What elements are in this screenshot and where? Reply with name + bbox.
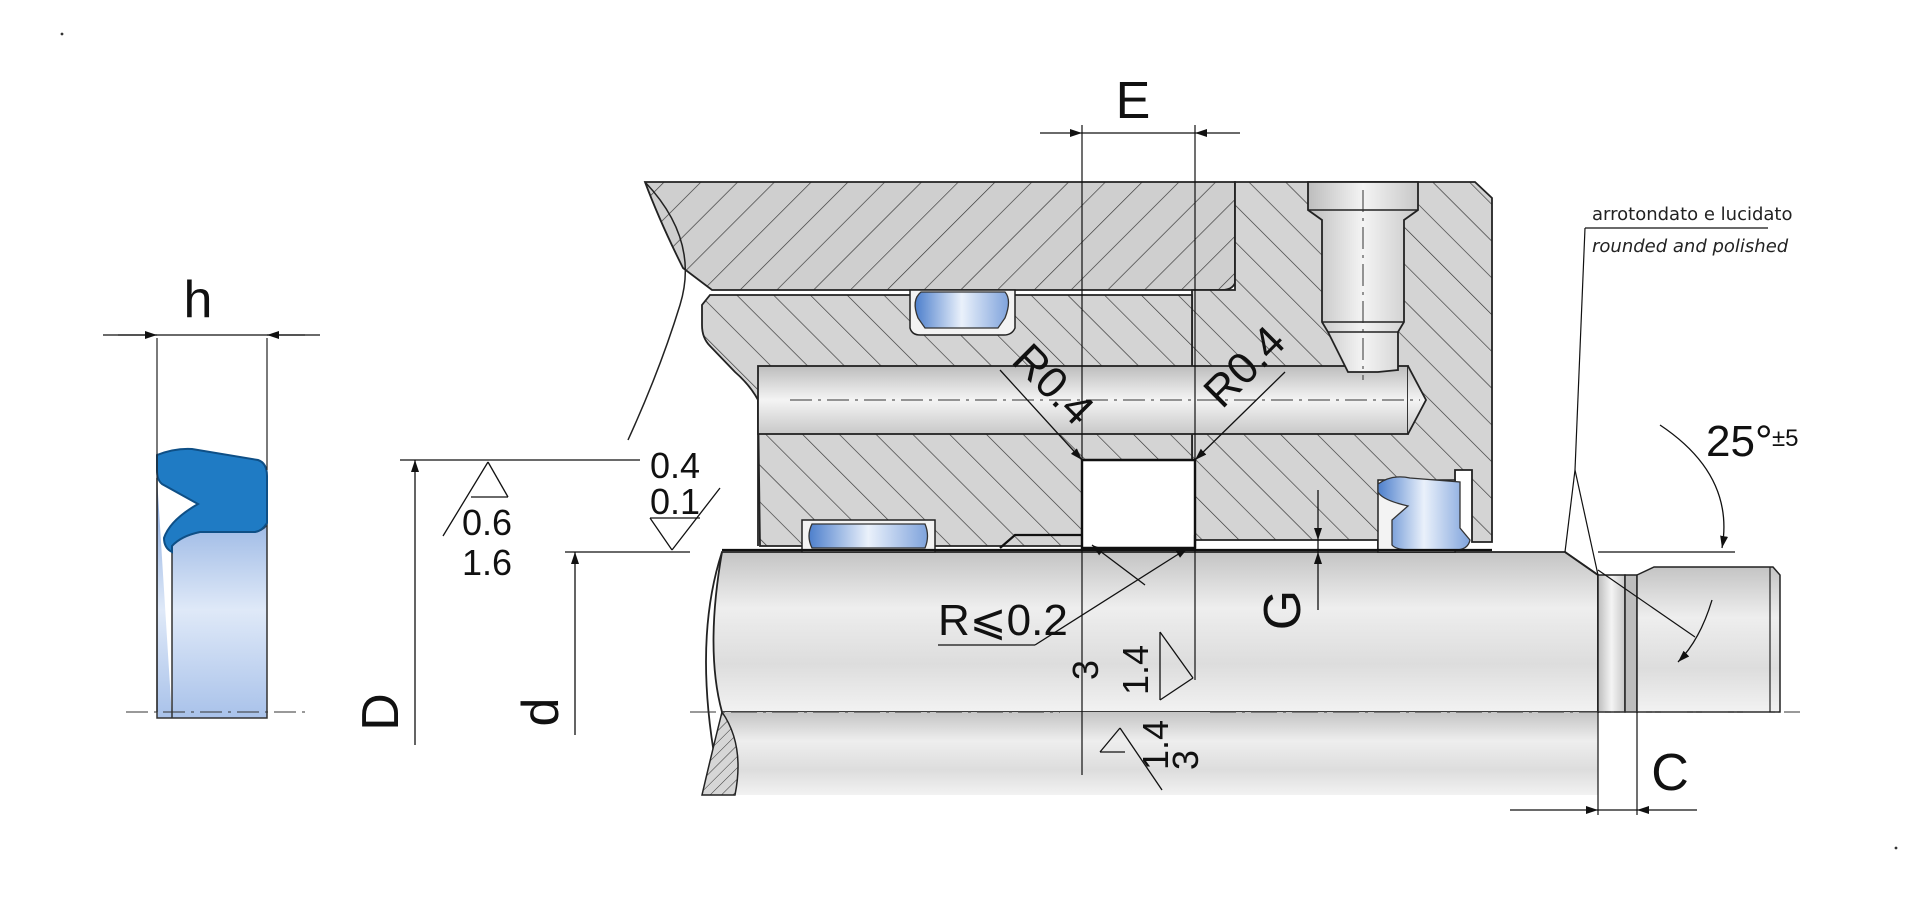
roughness-groove: 3 1.4 1.4 3 [1065, 631, 1206, 791]
dimension-E: E [1040, 72, 1240, 775]
label-D: D [352, 693, 410, 731]
diameter-dimensions: D d [352, 459, 690, 745]
label-angle-tol: ±5 [1772, 425, 1799, 452]
angle-25: 25° ±5 [1597, 417, 1799, 663]
rough-groove-a: 3 [1065, 660, 1106, 680]
note-english: rounded and polished [1592, 236, 1789, 257]
label-d: d [512, 698, 570, 727]
rough-groove-b: 1.4 [1115, 645, 1156, 695]
label-E: E [1116, 72, 1151, 130]
rough-rod-b: 3 [1165, 750, 1206, 770]
rough-bore-bottom: 0.1 [650, 481, 700, 522]
roughness-bore: 0.4 0.1 [649, 445, 721, 551]
dimension-C: C [1510, 744, 1697, 814]
label-C: C [1651, 744, 1689, 802]
seal-profile: h [103, 271, 320, 719]
rough-face-top: 0.6 [462, 502, 512, 543]
label-r-edge: R⩽0.2 [938, 596, 1068, 645]
rough-bore-top: 0.4 [650, 445, 700, 486]
housing [627, 181, 1493, 553]
roughness-face: 0.6 1.6 [442, 461, 512, 583]
label-angle: 25° [1706, 417, 1773, 466]
rough-rod-a: 1.4 [1135, 720, 1176, 770]
seal-lip [156, 447, 268, 554]
corner-dot [1894, 846, 1898, 850]
label-h: h [184, 271, 213, 329]
note-italian: arrotondato e lucidato [1592, 204, 1793, 225]
label-G: G [1254, 590, 1312, 630]
dimension-G: G [1254, 490, 1322, 630]
note-rounded-polished: arrotondato e lucidato rounded and polis… [1564, 204, 1793, 576]
corner-dot [60, 32, 64, 36]
piston-rod [690, 551, 1800, 815]
rough-face-bottom: 1.6 [462, 542, 512, 583]
